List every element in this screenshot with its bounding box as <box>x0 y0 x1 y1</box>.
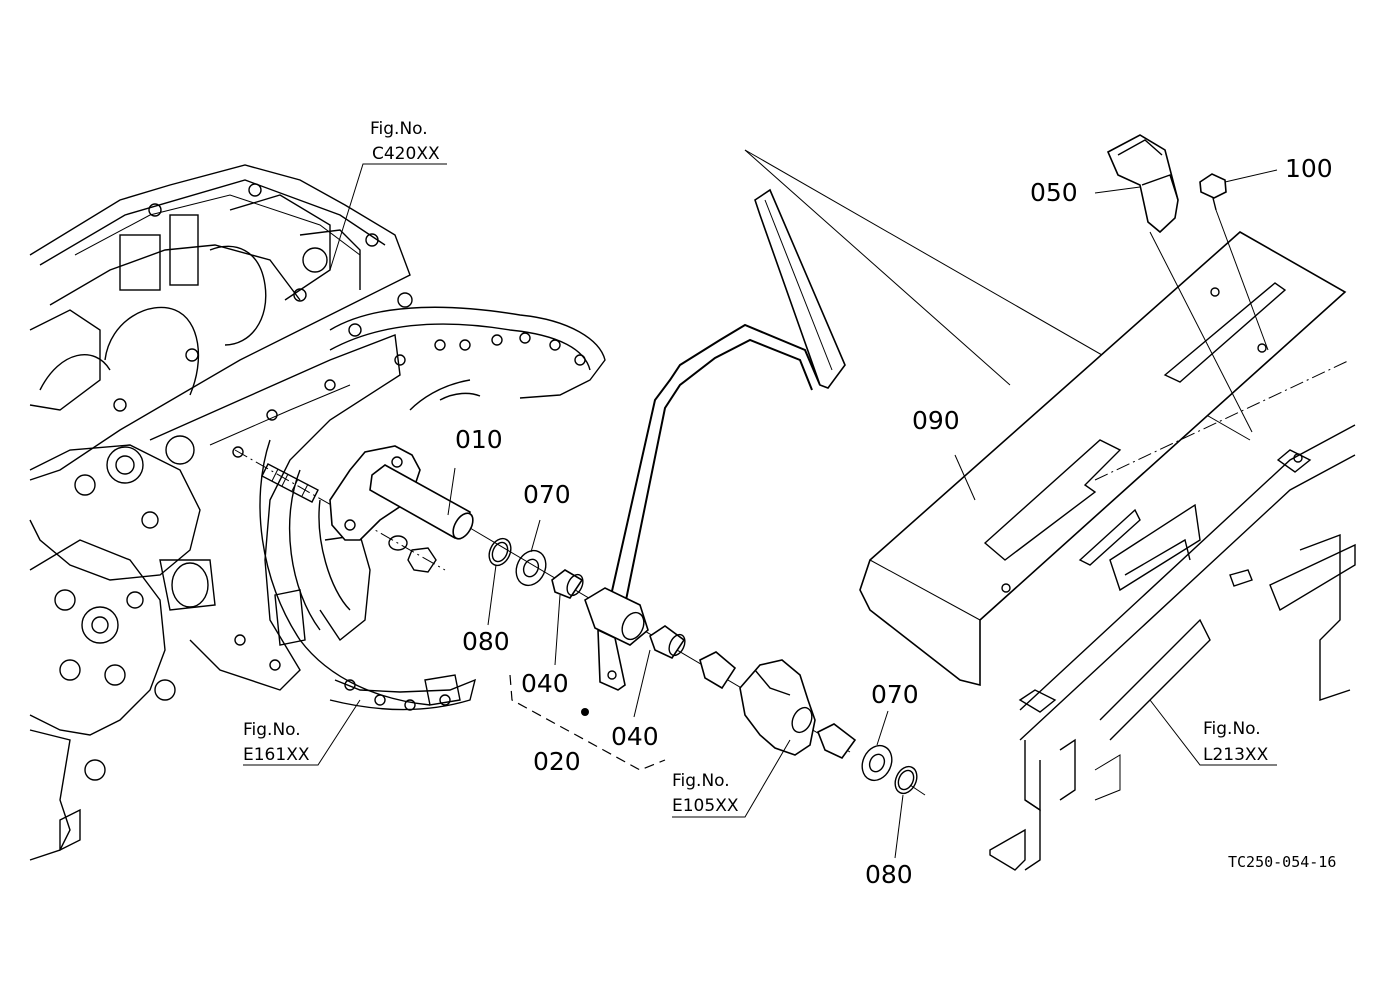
callout-040-right: 040 <box>611 722 659 751</box>
figref-c420-code: C420XX <box>372 144 440 164</box>
pivot-shaft-010 <box>329 445 851 753</box>
callout-080-upper: 080 <box>462 627 510 656</box>
small-parts <box>488 537 926 796</box>
callout-020: 020 <box>533 747 581 776</box>
leader-lines <box>243 163 1278 859</box>
callout-070-upper: 070 <box>523 480 571 509</box>
figref-e105-code: E105XX <box>672 796 739 816</box>
bolt-100 <box>1199 173 1269 351</box>
callout-010: 010 <box>455 425 503 454</box>
drawing-number: TC250-054-16 <box>1228 853 1336 871</box>
callout-040-left: 040 <box>521 669 569 698</box>
transmission-housing <box>29 164 413 861</box>
figref-e161-label: Fig.No. <box>243 720 301 740</box>
callout-070-lower: 070 <box>871 680 919 709</box>
figref-e105-label: Fig.No. <box>672 771 730 791</box>
callout-100: 100 <box>1285 154 1333 183</box>
figref-e161-code: E161XX <box>243 745 310 765</box>
step-plate-090 <box>859 231 1347 687</box>
callout-050: 050 <box>1030 178 1078 207</box>
assembly-bracket <box>509 674 666 771</box>
figref-l213-label: Fig.No. <box>1203 719 1261 739</box>
figref-l213-code: L213XX <box>1203 745 1269 765</box>
figref-c420-label: Fig.No. <box>370 119 428 139</box>
clutch-housing <box>259 306 606 711</box>
frame <box>989 359 1356 871</box>
callout-080-lower: 080 <box>865 860 913 889</box>
pedal-arm-020 <box>581 149 1251 716</box>
pedal-rubber-050 <box>1106 134 1253 433</box>
callout-090: 090 <box>912 406 960 435</box>
yoke-boss <box>739 659 816 756</box>
